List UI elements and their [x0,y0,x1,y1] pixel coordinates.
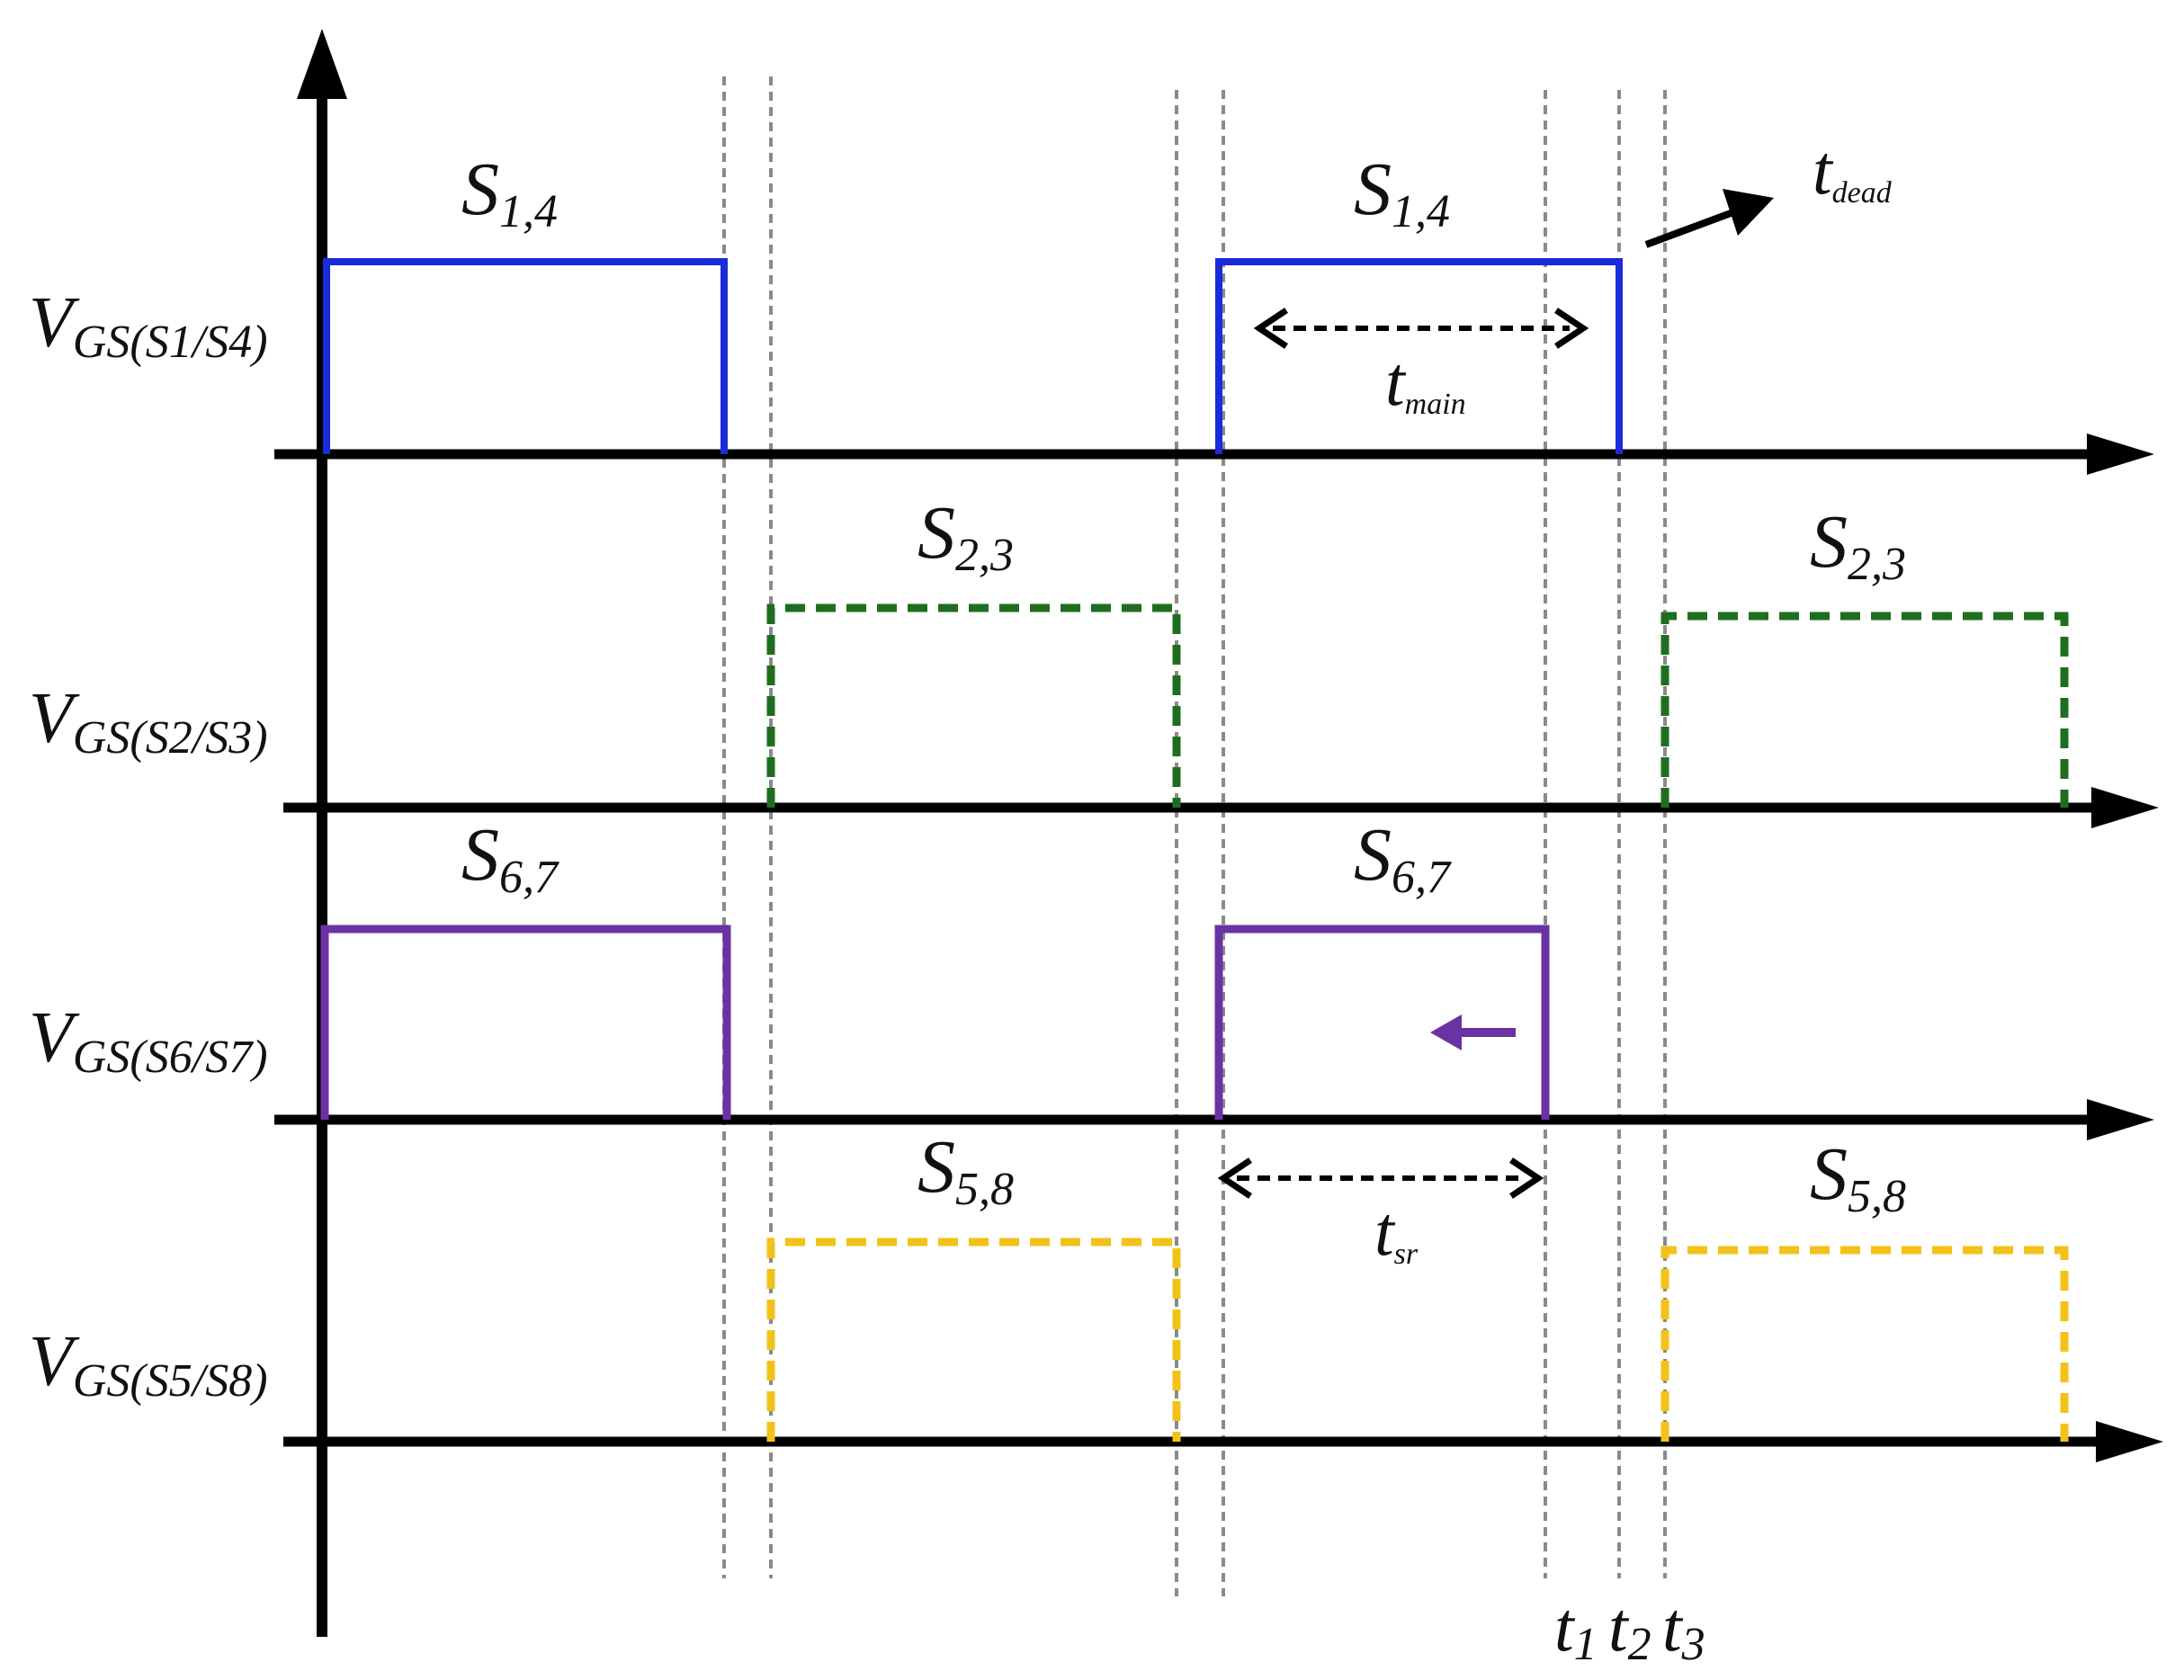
pulse-label-s23-b: S2,3 [1810,500,1906,590]
pulse-s14-a [323,258,728,454]
interval-label-t-main: tmain [1385,342,1466,421]
row-label-vgs-s2-s3: VGS(S2/S3) [29,679,268,764]
time-mark-t2: t2 [1608,1587,1651,1670]
interval-label-t-dead: tdead [1813,130,1893,210]
pulse-s67-a [320,925,731,1120]
pulse-s58-a [766,1238,1181,1442]
pulse-s23-b [1660,612,2069,808]
pulse-label-s58-a: S5,8 [917,1125,1014,1215]
time-mark-t3: t3 [1662,1587,1705,1670]
time-axes [274,433,2163,1462]
time-axis-row1-arrowhead [2087,433,2154,475]
pulses-s67 [320,925,1550,1120]
vertical-axis [297,29,347,1637]
time-axis-row2-arrowhead [2091,787,2159,828]
t-sr-interval-arrow [1217,1157,1544,1199]
pulse-s58-b [1660,1246,2069,1442]
vertical-axis-arrowhead [297,29,347,99]
pulse-label-s67-b: S6,7 [1354,813,1452,903]
pulse-label-s58-b: S5,8 [1810,1132,1906,1222]
time-mark-t1: t1 [1554,1587,1598,1670]
t-main-interval-arrow [1253,308,1589,349]
interval-label-t-sr: tsr [1374,1192,1419,1271]
pulse-label-s67-a: S6,7 [461,813,559,903]
row-label-vgs-s1-s4: VGS(S1/S4) [29,283,268,368]
pulses-s14 [323,258,1623,454]
pulses-s23 [766,603,2069,808]
row-label-vgs-s6-s7: VGS(S6/S7) [29,998,268,1083]
pulse-s23-a [766,603,1181,808]
pulse-label-s14-a: S1,4 [461,147,558,237]
pulses-s58 [766,1238,2069,1442]
time-axis-row3-arrowhead [2087,1099,2154,1140]
pulse-label-s14-b: S1,4 [1354,147,1450,237]
pulse-label-s23-a: S2,3 [917,491,1014,581]
time-axis-row4-arrowhead [2096,1421,2163,1462]
pulse-s14-b [1215,258,1623,454]
t-dead-pointer-arrow [1644,189,1774,248]
purple-shift-arrow [1430,1014,1516,1050]
row-label-vgs-s5-s8: VGS(S5/S8) [29,1322,268,1407]
guide-lines [722,76,1667,1596]
pulse-s67-b [1214,925,1550,1120]
